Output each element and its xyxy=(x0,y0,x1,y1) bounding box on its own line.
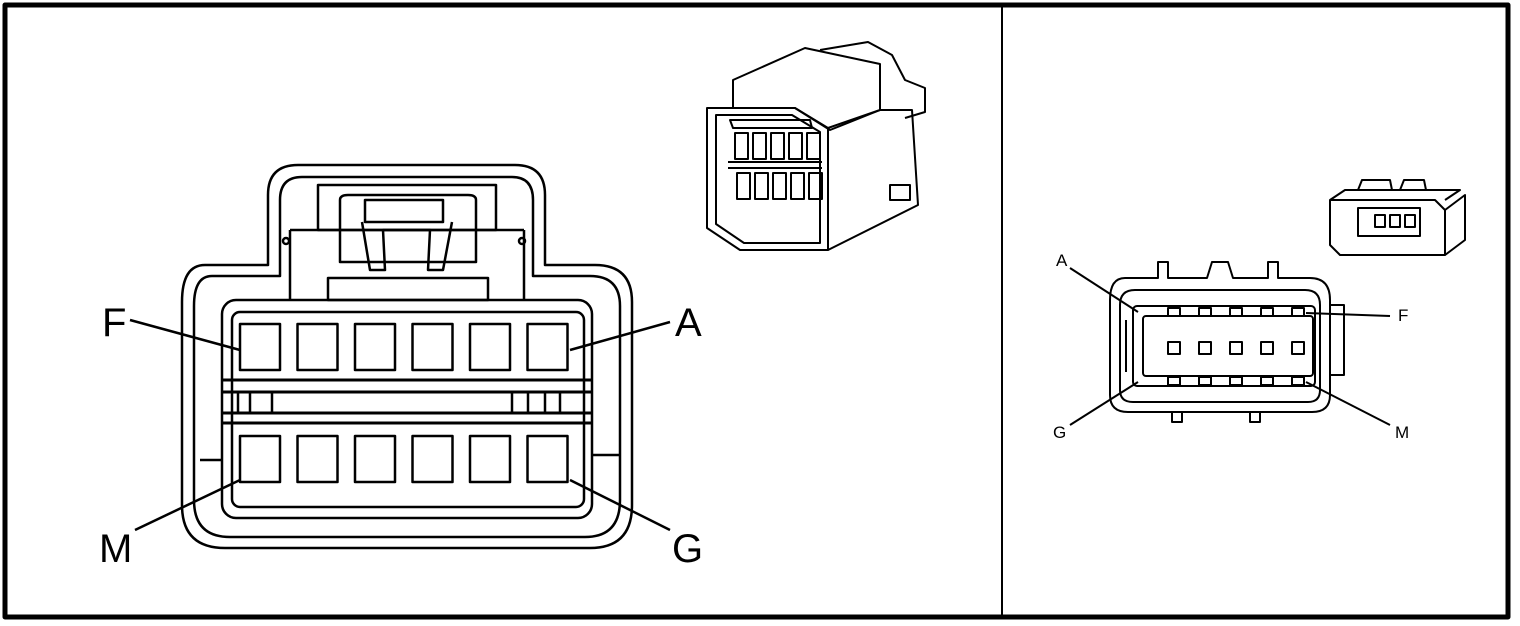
cavity xyxy=(353,322,397,372)
leader-right-top-right xyxy=(1305,312,1391,317)
cavity xyxy=(296,322,339,372)
cavity-block-inner xyxy=(230,310,586,509)
latch-foot xyxy=(326,276,490,302)
terminal xyxy=(1167,341,1181,355)
pin-bottom xyxy=(1198,376,1212,386)
leader-left-bottom-left xyxy=(134,478,241,532)
right-cavity-grid xyxy=(1167,307,1305,386)
inset-housing-top xyxy=(732,47,881,131)
inset-cavity xyxy=(754,172,769,200)
cavity xyxy=(526,434,569,484)
pin-top xyxy=(1291,307,1305,317)
leader-right-bottom-left xyxy=(1069,381,1139,426)
left-label-top-left: F xyxy=(102,301,126,345)
left-label-bottom-left: M xyxy=(99,527,132,571)
left-connector-face xyxy=(129,163,671,550)
terminal xyxy=(1291,341,1305,355)
cavity xyxy=(411,322,454,372)
leader-left-top-right xyxy=(569,320,671,352)
cavity-block-outer xyxy=(220,298,594,520)
pin-bottom xyxy=(1260,376,1274,386)
right-label-top-right: F xyxy=(1398,306,1408,325)
inset-small-cavity-1 xyxy=(1374,214,1386,228)
inset-small-side xyxy=(1444,194,1466,256)
terminal xyxy=(1260,341,1274,355)
inset-cavity xyxy=(808,172,823,200)
pin-bottom xyxy=(1229,376,1243,386)
inset-small-cavity-2 xyxy=(1389,214,1401,228)
left-cavity-grid xyxy=(238,322,569,484)
cavity xyxy=(526,322,569,372)
pin-top xyxy=(1260,307,1274,317)
inset-rails xyxy=(728,119,822,169)
cavity xyxy=(353,434,397,484)
inset-cavity xyxy=(736,172,751,200)
right-bottom-tab-right xyxy=(1249,411,1261,423)
right-label-bottom-right: M xyxy=(1395,423,1409,442)
cavity xyxy=(238,434,282,484)
left-connector-shell-outer xyxy=(180,163,634,550)
inset-small-window xyxy=(1357,207,1421,237)
left-label-top-right: A xyxy=(675,301,702,345)
cavity xyxy=(468,322,512,372)
leader-right-bottom-right xyxy=(1305,381,1391,426)
right-cavity-block-outer xyxy=(1132,305,1316,387)
cavity xyxy=(411,434,454,484)
pin-top xyxy=(1229,307,1243,317)
right-connector-shell-outer xyxy=(1109,261,1331,413)
left-label-bottom-right: G xyxy=(672,527,703,571)
pin-bottom xyxy=(1167,376,1181,386)
latch-pin-right xyxy=(517,236,527,246)
terminal xyxy=(1229,341,1243,355)
cavity xyxy=(238,322,282,372)
latch-center xyxy=(363,198,445,224)
cavity xyxy=(468,434,512,484)
inset-latch xyxy=(819,41,926,119)
inset-cavity xyxy=(734,132,749,160)
pin-bottom xyxy=(1291,376,1305,386)
right-key-tab xyxy=(1329,304,1345,376)
inset-cavity xyxy=(752,132,767,160)
terminal xyxy=(1198,341,1212,355)
inset-cavity xyxy=(770,132,785,160)
cavity xyxy=(296,434,339,484)
inset-small-top xyxy=(1329,189,1461,201)
leader-right-top-left xyxy=(1069,267,1139,313)
right-connector-face xyxy=(1069,261,1391,426)
pin-top xyxy=(1167,307,1181,317)
pin-top xyxy=(1198,307,1212,317)
inset-cavity xyxy=(806,132,821,160)
connector-3d-view-icon xyxy=(706,41,926,251)
right-connector-shell-inner xyxy=(1119,289,1321,403)
left-connector-shell-inner xyxy=(192,175,622,539)
inset-small-cavity-3 xyxy=(1404,214,1416,228)
leader-left-top-left xyxy=(129,318,241,352)
leader-left-bottom-right xyxy=(569,478,671,532)
inset-cavity xyxy=(788,132,803,160)
right-label-bottom-left: G xyxy=(1053,423,1066,442)
latch-pin-left xyxy=(281,236,291,246)
inset-housing-side xyxy=(827,109,919,251)
connector-3d-view-icon-small xyxy=(1329,179,1466,256)
latch-tab xyxy=(338,193,478,264)
right-label-top-left: A xyxy=(1056,251,1068,270)
inset-small-latch xyxy=(1357,179,1427,191)
inset-housing-inner xyxy=(715,114,821,244)
inset-cavity xyxy=(772,172,787,200)
inset-clip xyxy=(889,184,911,201)
right-cavity-block-inner xyxy=(1142,315,1314,377)
inset-cavity xyxy=(790,172,805,200)
right-bottom-tab-left xyxy=(1171,411,1183,423)
